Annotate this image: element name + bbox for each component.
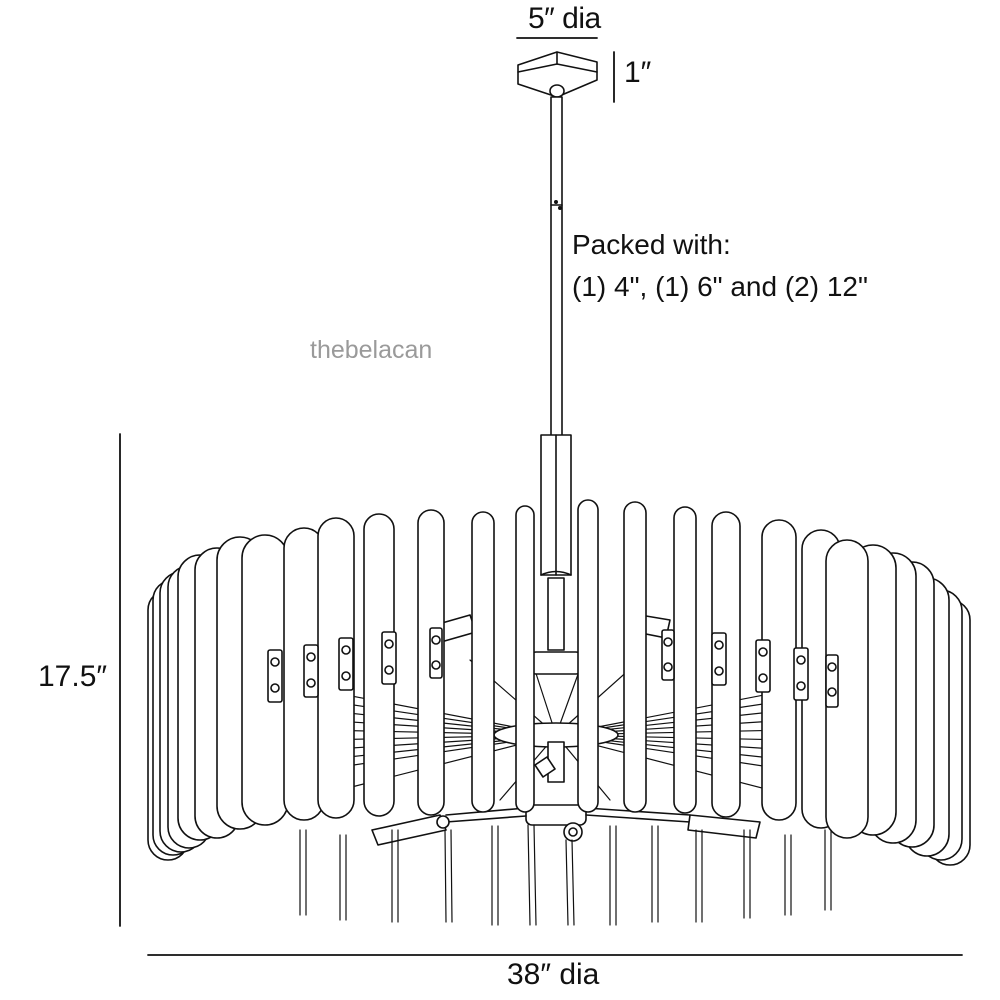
packed-note-line1: Packed with: xyxy=(572,229,731,260)
packed-with-note: Packed with: (1) 4", (1) 6" and (2) 12" xyxy=(572,224,868,308)
downrod xyxy=(540,96,572,651)
packed-note-line2: (1) 4", (1) 6" and (2) 12" xyxy=(572,271,868,302)
watermark: thebelacan xyxy=(310,336,433,364)
hanging-rods xyxy=(299,824,832,926)
overall-height-label: 17.5″ xyxy=(38,660,108,693)
paddles-right-stack xyxy=(849,544,971,866)
overall-diameter-label: 38″ dia xyxy=(507,958,600,991)
canopy-height-label: 1″ xyxy=(624,56,652,89)
canopy xyxy=(517,51,598,98)
paddle-brackets xyxy=(267,627,839,708)
canopy-diameter-label: 5″ dia xyxy=(528,2,601,35)
dimension-lines xyxy=(119,37,963,956)
